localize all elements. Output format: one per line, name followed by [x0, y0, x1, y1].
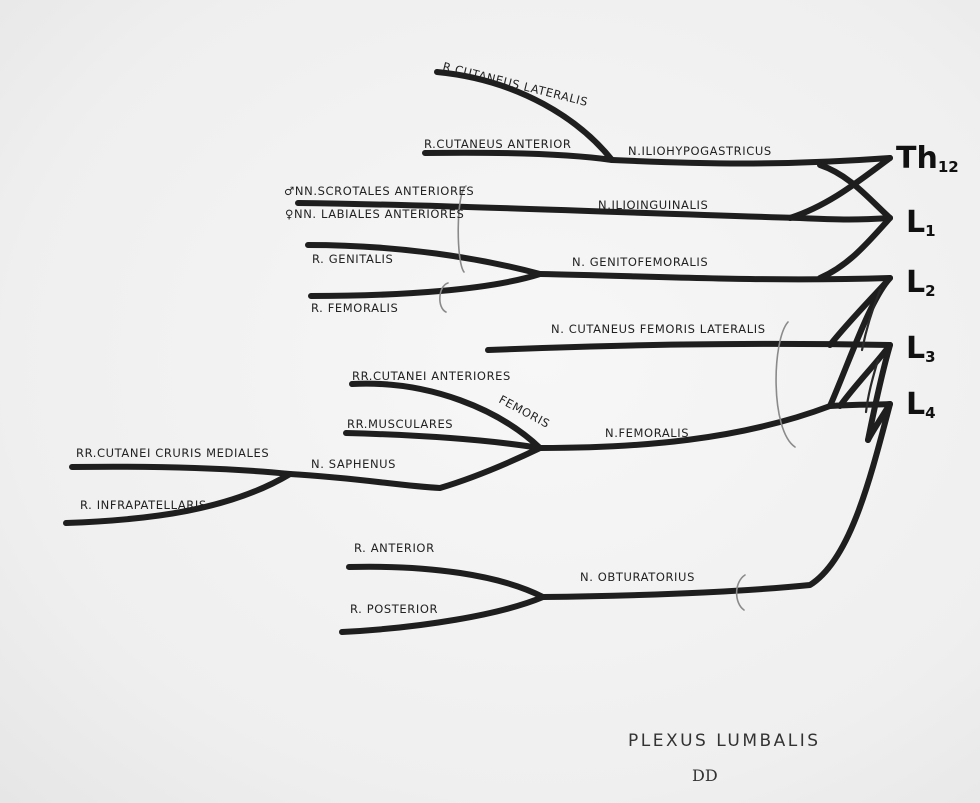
label-n-genitofemoralis: N. GENITOFEMORALIS: [572, 255, 708, 269]
brace-cutaneus-femoris: [775, 321, 796, 448]
nerve-genitofemoralis: [537, 271, 893, 283]
label-r-femoralis: R. FEMORALIS: [311, 301, 398, 315]
root-l2-label: L2: [906, 265, 936, 300]
label-r-cutaneus-lateralis: R.CUTANEUS LATERALIS: [441, 59, 589, 109]
root-th12-label: Th12: [896, 141, 959, 176]
nerve-saphenus: [287, 445, 543, 491]
label-rr-cutanei-anteriores: RR.CUTANEI ANTERIORES: [352, 369, 511, 383]
root-connection-l4: [865, 401, 893, 443]
label-n-iliohypogastricus: N.ILIOHYPOGASTRICUS: [628, 144, 772, 158]
branch-r-posterior: [339, 594, 546, 635]
brace-femoralis-genitofemoral: [439, 282, 449, 313]
branch-rr-cutanei-anteriores: [349, 380, 543, 451]
label-rr-cutanei-cruris: RR.CUTANEI CRURIS MEDIALES: [76, 446, 269, 460]
branch-genitalis: [305, 242, 543, 277]
nerve-femoralis: [537, 401, 893, 451]
branch-cutaneus-anterior: [422, 149, 615, 163]
branch-rr-cutanei-cruris: [69, 463, 293, 477]
root-strand-l2-l3: [860, 288, 882, 352]
branch-r-anterior: [346, 563, 546, 600]
branch-femoralis: [308, 271, 543, 299]
root-l4-label: L4: [906, 387, 936, 422]
label-n-cutaneus-femoris-lateralis: N. CUTANEUS FEMORIS LATERALIS: [551, 322, 766, 336]
label-r-infrapatellaris: R. INFRAPATELLARIS: [80, 498, 207, 512]
root-l3-label: L3: [906, 331, 936, 366]
nerve-ilioinguinalis: [295, 200, 893, 223]
root-connection-th12-l1: [817, 162, 893, 221]
nerve-iliohypogastricus: [609, 155, 893, 167]
brace-ilioinguinalis: [457, 185, 467, 273]
root-l1-label: L1: [906, 205, 936, 240]
label-r-anterior: R. ANTERIOR: [354, 541, 435, 555]
root-connection-l1-l2: [817, 215, 893, 281]
label-n-femoralis: N.FEMORALIS: [605, 426, 689, 440]
root-connection-l2-cfl: [827, 275, 893, 348]
label-r-posterior: R. POSTERIOR: [350, 602, 438, 616]
nerve-obturatorius: [540, 401, 893, 600]
branch-cutaneus-lateralis: [434, 69, 615, 163]
label-nn-labiales: ♀NN. LABIALES ANTERIORES: [285, 207, 464, 221]
label-r-genitalis: R. GENITALIS: [312, 252, 393, 266]
label-n-saphenus: N. SAPHENUS: [311, 457, 396, 471]
branch-infrapatellaris: [63, 471, 293, 526]
label-rr-musculares: RR.MUSCULARES: [347, 417, 453, 431]
root-connection-l1-th12: [787, 155, 893, 221]
label-femoris: FEMORIS: [497, 392, 553, 431]
label-n-ilioinguinalis: N.ILIOINGUINALIS: [598, 198, 708, 212]
root-strand-l3-l4: [864, 358, 880, 414]
brace-obturatorius: [735, 574, 746, 611]
label-r-cutaneus-anterior: R.CUTANEUS ANTERIOR: [424, 137, 572, 151]
diagram-title: PLEXUS LUMBALIS: [628, 731, 821, 751]
branch-rr-musculares: [343, 430, 543, 451]
label-nn-scrotales: ♂NN.SCROTALES ANTERIORES: [284, 184, 474, 198]
author-signature: DD: [692, 766, 718, 785]
label-n-obturatorius: N. OBTURATORIUS: [580, 570, 695, 584]
